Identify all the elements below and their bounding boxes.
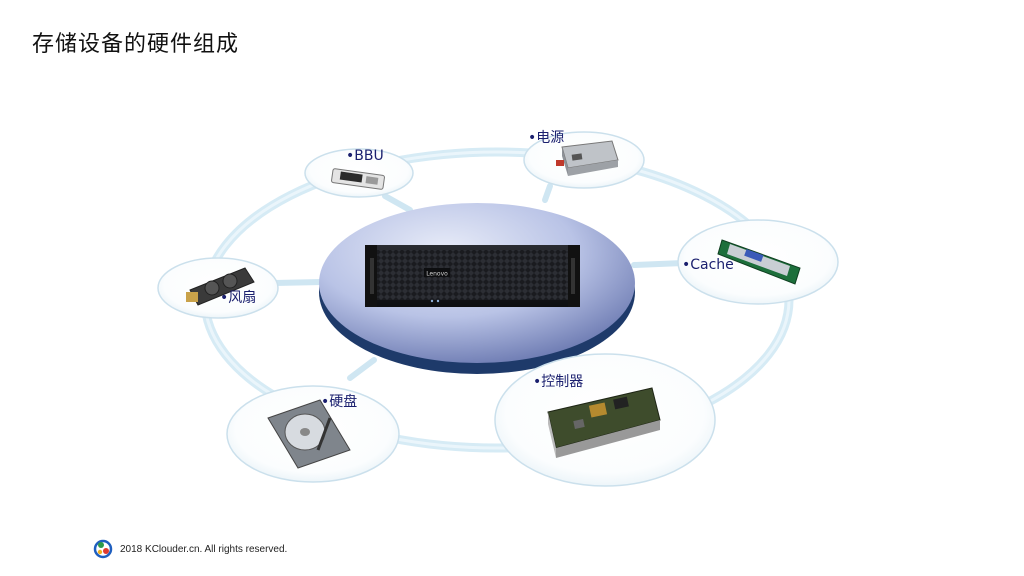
label-disk: •硬盘 (321, 393, 357, 410)
footer: 2018 KClouder.cn. All rights reserved. (92, 538, 287, 560)
fan-module-icon (186, 267, 255, 306)
slide-title: 存储设备的硬件组成 (32, 32, 240, 57)
hard-disk-icon (267, 399, 351, 469)
kclouder-logo-icon (93, 539, 113, 559)
svg-text:Lenovo: Lenovo (426, 271, 448, 278)
bubble-bbu: •BBU (304, 148, 414, 198)
controller-board-icon (547, 387, 661, 458)
bbu-icon (331, 168, 385, 190)
copyright-text: 2018 KClouder.cn. All rights reserved. (120, 543, 288, 555)
label-cache: •Cache (682, 257, 734, 273)
bubble-controller: •控制器 (494, 353, 716, 487)
label-controller: •控制器 (533, 374, 583, 390)
label-fan: •风扇 (220, 290, 256, 306)
power-supply-icon (556, 140, 619, 176)
label-power: •电源 (528, 130, 564, 146)
bubble-cache: •Cache (677, 219, 839, 305)
bubble-disk: •硬盘 (226, 385, 400, 483)
label-bbu: •BBU (346, 148, 384, 164)
bubble-power: •电源 (523, 130, 645, 189)
storage-server-icon: Lenovo (365, 245, 580, 307)
bubble-fan: •风扇 (157, 257, 279, 319)
memory-module-icon (717, 239, 801, 285)
